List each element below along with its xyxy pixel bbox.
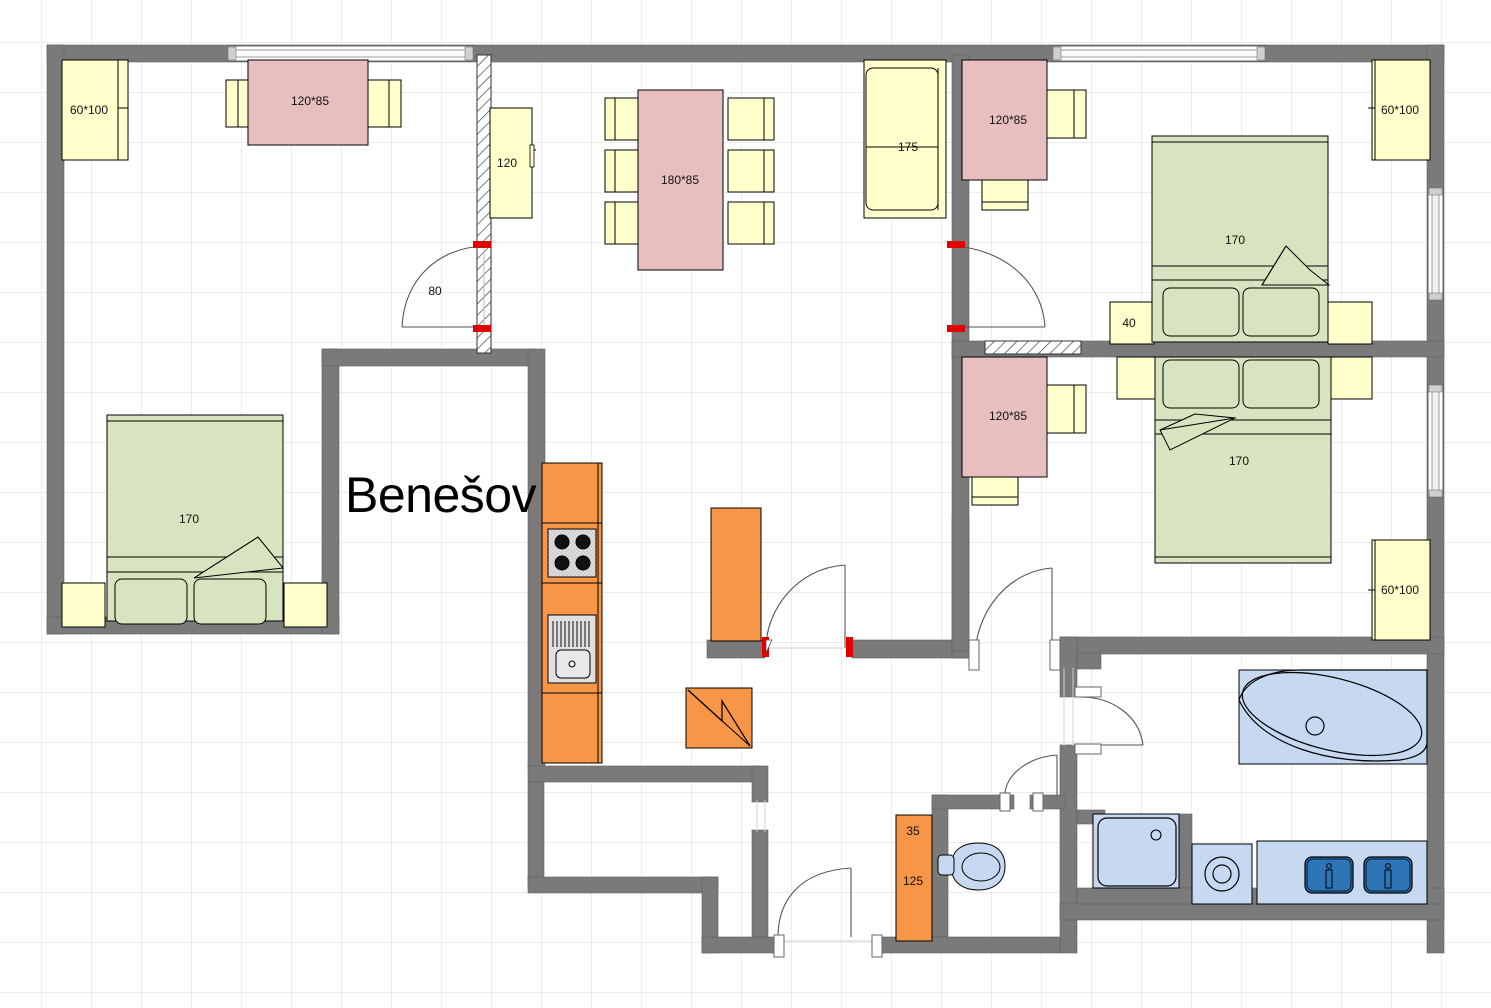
chair-rtop-bottom: [981, 177, 1029, 211]
door-wc[interactable]: [999, 754, 1058, 812]
furniture-right-top: [961, 59, 1431, 345]
wardrobe-right-bottom: [1371, 539, 1431, 641]
nightstand-rtop-right: [1327, 301, 1373, 345]
table-left-top: [247, 59, 369, 146]
wall-shower-divider: [1177, 813, 1193, 889]
shower-tray: [1092, 813, 1180, 889]
wall-hall-right-2: [1059, 744, 1078, 954]
nightstand-rbot-left: [1116, 356, 1158, 400]
chair-rbot-right: [1045, 384, 1087, 434]
wall-wc-top: [931, 794, 1015, 810]
chair-dining-r1: [727, 97, 775, 141]
chair-dining-r3: [727, 201, 775, 245]
opening-hall: [756, 800, 766, 832]
wall-hatch-between-bedrooms: [984, 340, 1082, 355]
nightstand-left-bed-r: [283, 582, 328, 628]
wardrobe-left-top: [61, 59, 129, 161]
bed-right-bottom: [1154, 356, 1332, 564]
wall-hall-stub: [1076, 652, 1102, 670]
kitchen-counter-bottom: [541, 692, 603, 764]
cabinet-hall-group: [489, 107, 536, 219]
stove-hob: [547, 528, 597, 578]
kitchen-counter-top: [541, 462, 603, 524]
wall-exterior-bottom-right: [1059, 902, 1445, 921]
door-right-bedroom-bottom[interactable]: [968, 567, 1061, 671]
wall-exterior-right: [1426, 44, 1445, 954]
bathtub: [1238, 669, 1428, 765]
door-entry[interactable]: [773, 867, 883, 958]
wall-hall-top: [851, 639, 970, 659]
nightstand-left-bed-l: [61, 582, 106, 628]
door-left-bedroom[interactable]: [401, 241, 491, 332]
cabinet-hall: [489, 107, 533, 219]
furniture-right-bottom: [961, 356, 1431, 641]
door-bathroom[interactable]: [1074, 686, 1144, 755]
window-right-upper: [1427, 187, 1444, 301]
hatched-walls-group: [476, 54, 1082, 355]
wall-exterior-left: [46, 44, 65, 635]
wall-kitchen-stub: [706, 639, 766, 659]
fridge: [710, 507, 762, 642]
nightstand-rtop-left: [1109, 301, 1155, 345]
dining-table: [637, 89, 724, 271]
dishwasher: [685, 687, 753, 749]
wall-hall-divider-lower: [751, 829, 769, 938]
opening-hall-right: [1063, 668, 1074, 746]
sofa-living: [863, 59, 947, 219]
wall-lowerleft-bottom: [527, 876, 719, 894]
wall-corridor-top: [321, 348, 536, 367]
furniture-living-left: [61, 59, 402, 161]
wall-hall-right: [1059, 636, 1078, 698]
doors-group: [401, 241, 1144, 958]
wc-cabinet: [895, 814, 933, 942]
sink-left: [1304, 856, 1354, 894]
wall-lowerleft-left: [527, 781, 545, 887]
table-right-mid: [961, 356, 1048, 478]
chair-dining-r2: [727, 149, 775, 193]
wall-bottom-entry-left: [701, 936, 778, 954]
wardrobe-right-top: [1371, 59, 1431, 161]
bathroom-group: [1092, 669, 1428, 905]
window-right-lower: [1427, 384, 1444, 498]
windows-group: [227, 45, 1444, 498]
chair-rtop-right: [1045, 89, 1087, 139]
wall-hall-divider-upper: [751, 765, 769, 803]
window-top-right: [1052, 45, 1266, 62]
chair-rbot-bottom: [971, 472, 1019, 506]
nightstand-rbot-right: [1327, 356, 1373, 400]
door-right-bedroom-top[interactable]: [947, 241, 1046, 332]
furniture-left-bedroom: [61, 414, 328, 628]
dining-set: [604, 89, 775, 271]
kitchen-group: [541, 462, 762, 764]
window-top-left: [227, 45, 474, 62]
door-kitchen[interactable]: [762, 564, 853, 657]
vanity-unit: [1256, 840, 1428, 905]
washing-machine: [1191, 843, 1253, 905]
sink-right: [1363, 856, 1413, 894]
oven: [547, 614, 597, 684]
toilet: [937, 842, 1006, 891]
wc-group: [895, 814, 1006, 942]
table-right-top: [961, 59, 1048, 181]
wall-kitchen-bottom: [527, 765, 762, 783]
bed-right-top: [1151, 135, 1331, 343]
page-title: Benešov: [345, 467, 537, 523]
bed-left: [106, 414, 284, 625]
